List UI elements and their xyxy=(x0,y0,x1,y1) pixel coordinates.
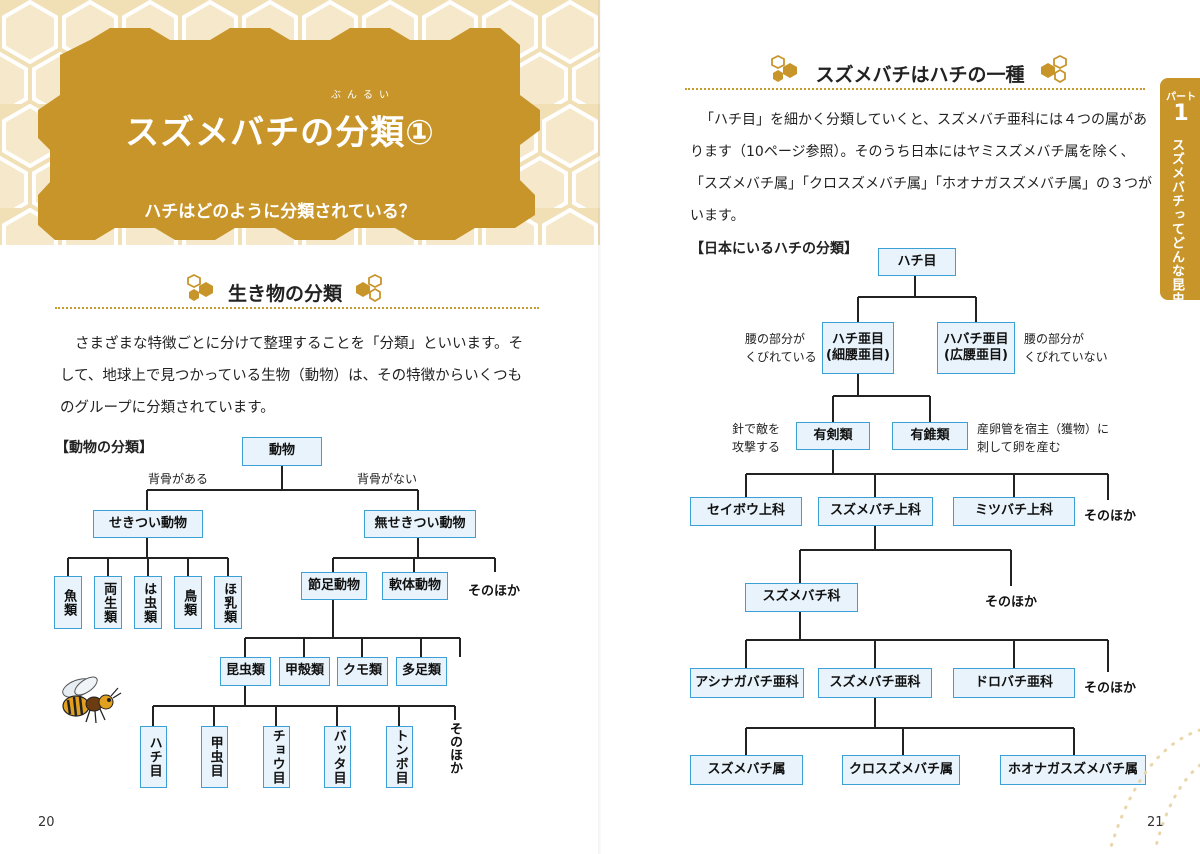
dotted-divider xyxy=(55,307,539,309)
honeycomb-icon xyxy=(1041,54,1067,83)
note-line: くびれている xyxy=(745,350,817,364)
node-genus-vespa: スズメバチ属 xyxy=(690,755,803,785)
node-chrysidoidea: セイボウ上科 xyxy=(690,497,802,526)
paragraph-line: 「スズメバチ属」「クロスズメバチ属」「ホオナガスズメバチ属」の３つが xyxy=(690,176,1152,192)
node-odonata: トンボ目 xyxy=(386,726,413,788)
node-polistinae: アシナガバチ亜科 xyxy=(690,668,804,698)
node-hymenoptera: ハチ目 xyxy=(878,248,956,276)
tab-part-label: パート xyxy=(1166,92,1196,103)
node-other: そのほか xyxy=(468,584,521,599)
node-mammals: ほ乳類 xyxy=(214,576,242,629)
chapter-side-tab xyxy=(1160,78,1200,300)
page-subtitle: ハチはどのように分類されている？ xyxy=(144,202,416,222)
note-line: 攻撃する xyxy=(732,440,781,454)
node-apocrita-name: ハチ亜目 xyxy=(831,331,884,347)
dotted-divider xyxy=(685,88,1145,90)
node-symphyta: ハバチ亜目 (広腰亜目) xyxy=(937,322,1015,374)
node-fish: 魚類 xyxy=(54,576,82,629)
node-parasitica: 有錐類 xyxy=(892,422,968,450)
node-other-3: そのほか xyxy=(1084,681,1137,696)
diagram-title: 【日本にいるハチの分類】 xyxy=(690,241,858,257)
note-line: 産卵管を宿主（獲物）に xyxy=(977,422,1110,436)
left-page: ぶんるい スズメバチの分類① ハチはどのように分類されている？ 生き物の分類 さ… xyxy=(0,0,600,830)
paragraph-line: ります（10ページ参照）。そのうち日本にはヤミスズメバチ属を除く、 xyxy=(690,144,1135,160)
hornet-illustration xyxy=(62,676,122,724)
node-symphyta-alt: (広腰亜目) xyxy=(944,348,1008,363)
note-broad-waist: 腰の部分が くびれていない xyxy=(1024,330,1108,366)
node-hymenoptera: ハチ目 xyxy=(140,726,167,788)
paragraph-line: さまざまな特徴ごとに分けて整理することを「分類」といいます。そ xyxy=(75,336,524,352)
paragraph-line: のグループに分類されています。 xyxy=(60,400,275,416)
node-symphyta-name: ハバチ亜目 xyxy=(943,331,1009,347)
book-gutter xyxy=(598,0,602,854)
node-myriapods: 多足類 xyxy=(396,657,447,686)
note-narrow-waist: 腰の部分が くびれている xyxy=(745,330,817,366)
body-paragraph: さまざまな特徴ごとに分けて整理することを「分類」といいます。そ して、地球上で見… xyxy=(60,328,550,424)
node-birds: 鳥類 xyxy=(174,576,202,629)
note-sting: 針で敵を 攻撃する xyxy=(732,420,780,456)
note-line: 腰の部分が xyxy=(745,332,806,346)
node-genus-dolichovespula: ホオナガスズメバチ属 xyxy=(1000,755,1146,785)
node-apoidea: ミツバチ上科 xyxy=(953,497,1075,526)
node-genus-vespula: クロスズメバチ属 xyxy=(842,755,960,785)
decorative-dotted-arc xyxy=(1108,728,1200,852)
node-other-2: そのほか xyxy=(985,595,1038,610)
body-paragraph: 「ハチ目」を細かく分類していくと、スズメバチ亜科には４つの属があ ります（10ペ… xyxy=(690,104,1160,232)
page-title: スズメバチの分類① xyxy=(125,113,435,153)
title-ruby: ぶんるい xyxy=(331,90,395,101)
node-crustaceans: 甲殻類 xyxy=(279,657,330,686)
node-vespidae: スズメバチ科 xyxy=(745,583,858,612)
note-line: くびれていない xyxy=(1024,350,1108,364)
bee-tree-lines xyxy=(745,276,1109,755)
right-page: スズメバチはハチの一種 「ハチ目」を細かく分類していくと、スズメバチ亜科には４つ… xyxy=(600,0,1200,854)
note-line: 刺して卵を産む xyxy=(977,440,1061,454)
paragraph-line: して、地球上で見つかっている生物（動物）は、その特徴からいくつも xyxy=(60,368,523,384)
node-coleoptera: 甲虫目 xyxy=(201,726,228,788)
tab-chapter-title: スズメバチってどんな昆虫 xyxy=(1169,138,1184,306)
section-heading-classification: 生き物の分類 xyxy=(227,283,342,305)
diagram-title: 【動物の分類】 xyxy=(55,440,153,456)
node-eumeninae: ドロバチ亜科 xyxy=(953,668,1075,698)
label-has-backbone: 背骨がある xyxy=(148,472,209,486)
node-vespinae: スズメバチ亜科 xyxy=(818,668,932,698)
node-arthropods: 節足動物 xyxy=(301,572,367,600)
note-ovipositor: 産卵管を宿主（獲物）に 刺して卵を産む xyxy=(977,420,1109,456)
node-insects: 昆虫類 xyxy=(220,657,271,686)
note-line: 針で敵を xyxy=(732,422,781,436)
node-aculeata: 有剣類 xyxy=(796,422,870,450)
honeycomb-icon xyxy=(356,273,382,302)
honeycomb-icon xyxy=(187,273,213,301)
node-other-1: そのほか xyxy=(1084,509,1137,524)
node-animal: 動物 xyxy=(242,437,322,466)
section-heading-hornet: スズメバチはハチの一種 xyxy=(815,64,1025,86)
title-banner xyxy=(38,28,540,240)
honeycomb-icon xyxy=(771,54,797,82)
node-reptiles: は虫類 xyxy=(134,576,162,629)
label-no-backbone: 背骨がない xyxy=(357,472,418,486)
node-orthoptera: バッタ目 xyxy=(324,726,351,788)
note-line: 腰の部分が xyxy=(1024,332,1085,346)
node-insect-other: そのほか xyxy=(447,722,462,774)
node-arachnids: クモ類 xyxy=(337,657,388,686)
node-mollusks: 軟体動物 xyxy=(382,572,448,600)
node-amphibians: 両生類 xyxy=(94,576,122,629)
node-vespoidea: スズメバチ上科 xyxy=(818,497,933,526)
page-number-right: 21 xyxy=(1147,815,1164,830)
node-lepidoptera: チョウ目 xyxy=(263,726,290,788)
node-apocrita: ハチ亜目 (細腰亜目) xyxy=(822,322,894,374)
paragraph-line: います。 xyxy=(690,208,745,224)
page-number-left: 20 xyxy=(38,815,55,830)
paragraph-line: 「ハチ目」を細かく分類していくと、スズメバチ亜科には４つの属があ xyxy=(700,112,1148,128)
node-invertebrates: 無せきつい動物 xyxy=(364,510,476,538)
node-apocrita-alt: (細腰亜目) xyxy=(826,348,890,363)
tab-part-number: 1 xyxy=(1173,101,1189,126)
node-vertebrates: せきつい動物 xyxy=(93,510,203,538)
animal-tree-lines xyxy=(67,466,496,726)
